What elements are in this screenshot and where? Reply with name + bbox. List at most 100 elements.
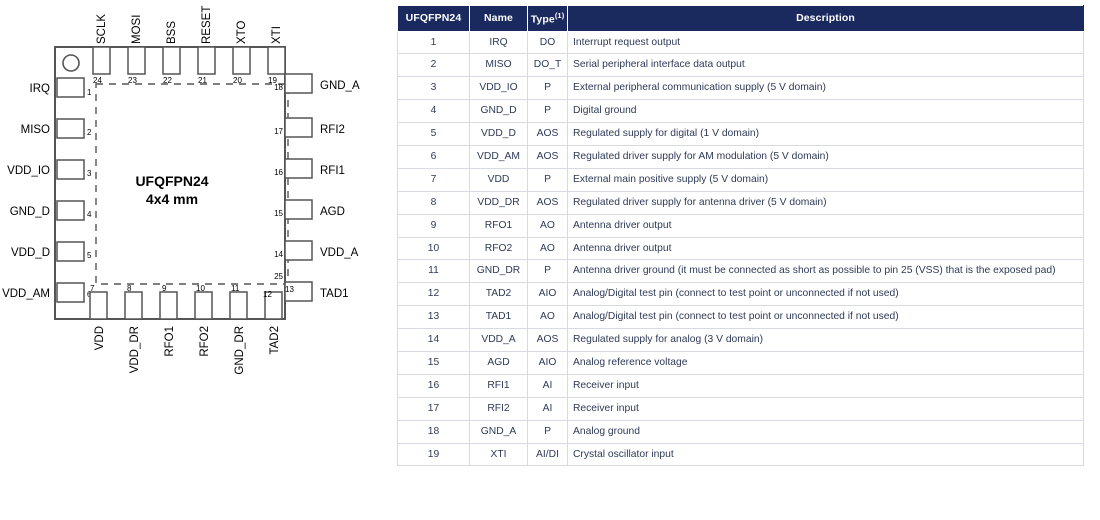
bottom-pin-group: 7 VDD 8 VDD_DR 9 RFO1 10 RFO2 — [89, 284, 283, 375]
pin-label-tad1: TAD1 — [320, 288, 349, 300]
pin-number-16: 16 — [274, 168, 283, 177]
pin-name-cell: TAD2 — [469, 282, 528, 307]
pin-label-bss: BSS — [166, 21, 178, 44]
pin-description-cell: Analog/Digital test pin (connect to test… — [567, 305, 1084, 330]
pin-number-13: 13 — [285, 285, 294, 294]
pin-number-cell: 10 — [397, 236, 470, 261]
pin-number-11: 11 — [231, 284, 240, 293]
pin-name-cell: RFO2 — [469, 236, 528, 261]
pin-type-cell: AIO — [527, 350, 568, 375]
pin-pad-22: 22 BSS — [162, 21, 181, 85]
pin-number-23: 23 — [128, 76, 137, 85]
pin-number-cell: 3 — [397, 76, 470, 101]
pin-number-24: 24 — [93, 76, 102, 85]
pin-number-17: 17 — [274, 127, 283, 136]
pin-pad-20: 20 XTO — [232, 21, 251, 85]
pin-label-gnd-a: GND_A — [320, 80, 360, 92]
pin-description-cell: Analog ground — [567, 419, 1084, 444]
pin-label-tad2: TAD2 — [269, 326, 281, 355]
pin-type-cell: DO — [527, 30, 568, 55]
pin-type-cell: P — [527, 419, 568, 444]
pin-label-vdd-a: VDD_A — [320, 247, 359, 259]
pin-number-cell: 9 — [397, 213, 470, 238]
pin-pad-24: 24 SCLK — [92, 14, 111, 85]
pin-label-irq: IRQ — [30, 83, 51, 95]
pin-label-xto: XTO — [236, 21, 248, 44]
right-pin-group: 18 GND_A 17 RFI2 16 RFI1 15 AGD — [274, 73, 360, 302]
package-diagram-svg: 25 UFQFPN24 4x4 mm 24 SCLK 23 MOSI 22 BS… — [2, 6, 360, 375]
pin-number-cell: 13 — [397, 305, 470, 330]
pin-type-cell: AI — [527, 373, 568, 398]
pin-number-7: 7 — [90, 284, 95, 293]
exposed-pad-number: 25 — [274, 272, 283, 281]
pin-type-cell: AOS — [527, 328, 568, 352]
pin-pad-1: 1 IRQ — [30, 77, 92, 98]
pin-description-cell: Antenna driver output — [567, 236, 1084, 261]
column-header-description: Description — [567, 5, 1084, 32]
pin-number-cell: 14 — [397, 328, 470, 352]
pin-name-cell: IRQ — [469, 30, 528, 55]
pin-number-cell: 8 — [397, 190, 470, 215]
pin-pad-12: 12 TAD2 — [263, 290, 283, 355]
pin-type-cell: P — [527, 259, 568, 284]
pin-name-cell: VDD_DR — [469, 190, 528, 215]
pin-type-cell: AOS — [527, 144, 568, 169]
top-pin-group: 24 SCLK 23 MOSI 22 BSS 21 RESET — [92, 6, 286, 85]
pin-number-9: 9 — [162, 284, 167, 293]
pin-name-cell: VDD — [469, 167, 528, 192]
pin-pad-19: 19 XTI — [267, 26, 286, 85]
pin-description-cell: Regulated supply for analog (3 V domain) — [567, 328, 1084, 352]
pin-label-reset: RESET — [201, 6, 213, 44]
pin-type-cell: P — [527, 167, 568, 192]
column-header-name: Name — [469, 5, 528, 32]
pin-pad-11: 11 GND_DR — [229, 284, 248, 375]
pin-type-cell: AO — [527, 213, 568, 238]
pin-description-cell: Regulated driver supply for antenna driv… — [567, 190, 1084, 215]
pin-number-14: 14 — [274, 250, 283, 259]
pin-number-10: 10 — [196, 284, 205, 293]
pin-name-cell: MISO — [469, 53, 528, 78]
pin-number-cell: 7 — [397, 167, 470, 192]
pin-description-cell: Crystal oscillator input — [567, 442, 1084, 467]
pin-label-xti-top: XTI — [271, 26, 283, 44]
pin-label-agd: AGD — [320, 206, 345, 218]
pin-label-rfo2: RFO2 — [199, 326, 211, 357]
pin-type-cell: AOS — [527, 122, 568, 146]
pin-number-cell: 16 — [397, 373, 470, 398]
pin-pad-4: 4 GND_D — [10, 200, 92, 221]
pin-label-vdd-dr: VDD_DR — [129, 326, 141, 373]
pin-label-vdd-d: VDD_D — [11, 247, 50, 259]
pin-number-15: 15 — [274, 209, 283, 218]
pin-type-cell: AIO — [527, 282, 568, 307]
pin-pad-13: 13 TAD1 — [284, 281, 349, 302]
pin-type-cell: AI — [527, 396, 568, 421]
pin-name-cell: VDD_A — [469, 328, 528, 352]
pin-label-sclk: SCLK — [96, 14, 108, 44]
pin-type-cell: AO — [527, 305, 568, 330]
pin-label-rfo1: RFO1 — [164, 326, 176, 357]
pin-name-cell: VDD_AM — [469, 144, 528, 169]
pin-description-cell: Analog reference voltage — [567, 350, 1084, 375]
pin-name-cell: GND_A — [469, 419, 528, 444]
pin-pad-7: 7 VDD — [89, 284, 108, 350]
pin-description-cell: External main positive supply (5 V domai… — [567, 167, 1084, 192]
pin-number-cell: 6 — [397, 144, 470, 169]
pin-name-cell: GND_DR — [469, 259, 528, 284]
